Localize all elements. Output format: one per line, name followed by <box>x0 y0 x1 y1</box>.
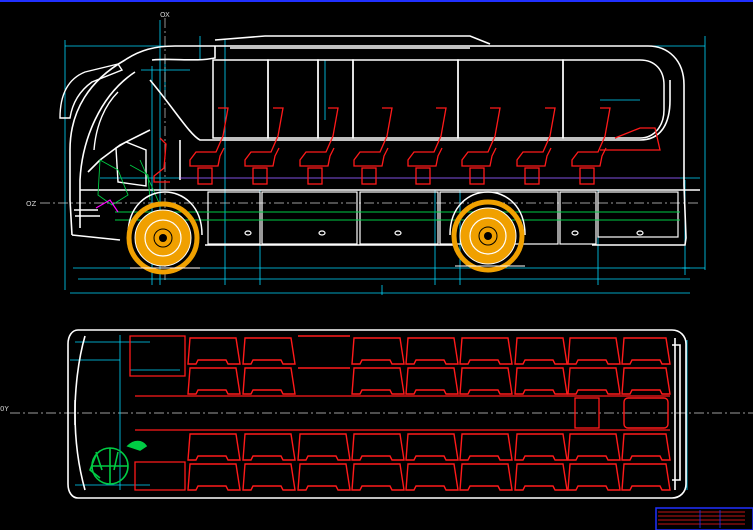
top-seats-left <box>187 335 671 395</box>
seat-pair <box>621 337 671 395</box>
chassis-detail <box>97 159 680 221</box>
aisle <box>129 335 670 491</box>
seat-pair <box>242 433 296 491</box>
seat-pair <box>459 337 513 395</box>
seat-pair <box>567 337 621 395</box>
seat-pair <box>351 433 405 491</box>
side-seats <box>153 107 661 185</box>
bus-front <box>59 63 147 217</box>
rear-bench-seats <box>623 397 669 429</box>
seat-pair <box>297 433 351 491</box>
side-seat <box>461 107 501 185</box>
seat-pair <box>621 433 671 491</box>
seat-pair <box>187 337 241 395</box>
rear-wheel <box>449 191 526 273</box>
seat-pair <box>187 433 241 491</box>
side-seat <box>353 107 393 185</box>
seat-pair <box>459 433 513 491</box>
seat-pair <box>242 337 296 395</box>
side-seat <box>407 107 447 185</box>
driver-seat-side <box>153 137 170 183</box>
side-seat <box>189 107 229 185</box>
axis-label-oz: OZ <box>26 200 37 208</box>
seat-pair <box>405 337 459 395</box>
top-dimension-lines <box>70 335 688 490</box>
side-seat <box>516 107 556 185</box>
rear-bench <box>600 127 661 151</box>
side-view: OX OZ <box>26 11 706 295</box>
bus-plan-outline <box>67 329 687 499</box>
title-block <box>655 507 753 530</box>
driver-area <box>89 440 148 485</box>
side-seat <box>244 107 284 185</box>
seat-pair <box>351 337 405 395</box>
axis-label-ox: OX <box>160 11 170 19</box>
top-view: 0Y <box>0 329 753 499</box>
front-wheel <box>126 191 203 275</box>
seat-pair <box>514 337 568 395</box>
axis-label-oy: 0Y <box>0 405 9 413</box>
side-seat <box>571 107 611 185</box>
top-seats-right <box>187 433 671 491</box>
bus-windows <box>212 47 665 139</box>
seat-pair <box>514 433 568 491</box>
bus-body-outline <box>69 35 700 246</box>
seat-pair <box>567 433 621 491</box>
side-seat <box>299 107 339 185</box>
seat-pair <box>405 433 459 491</box>
